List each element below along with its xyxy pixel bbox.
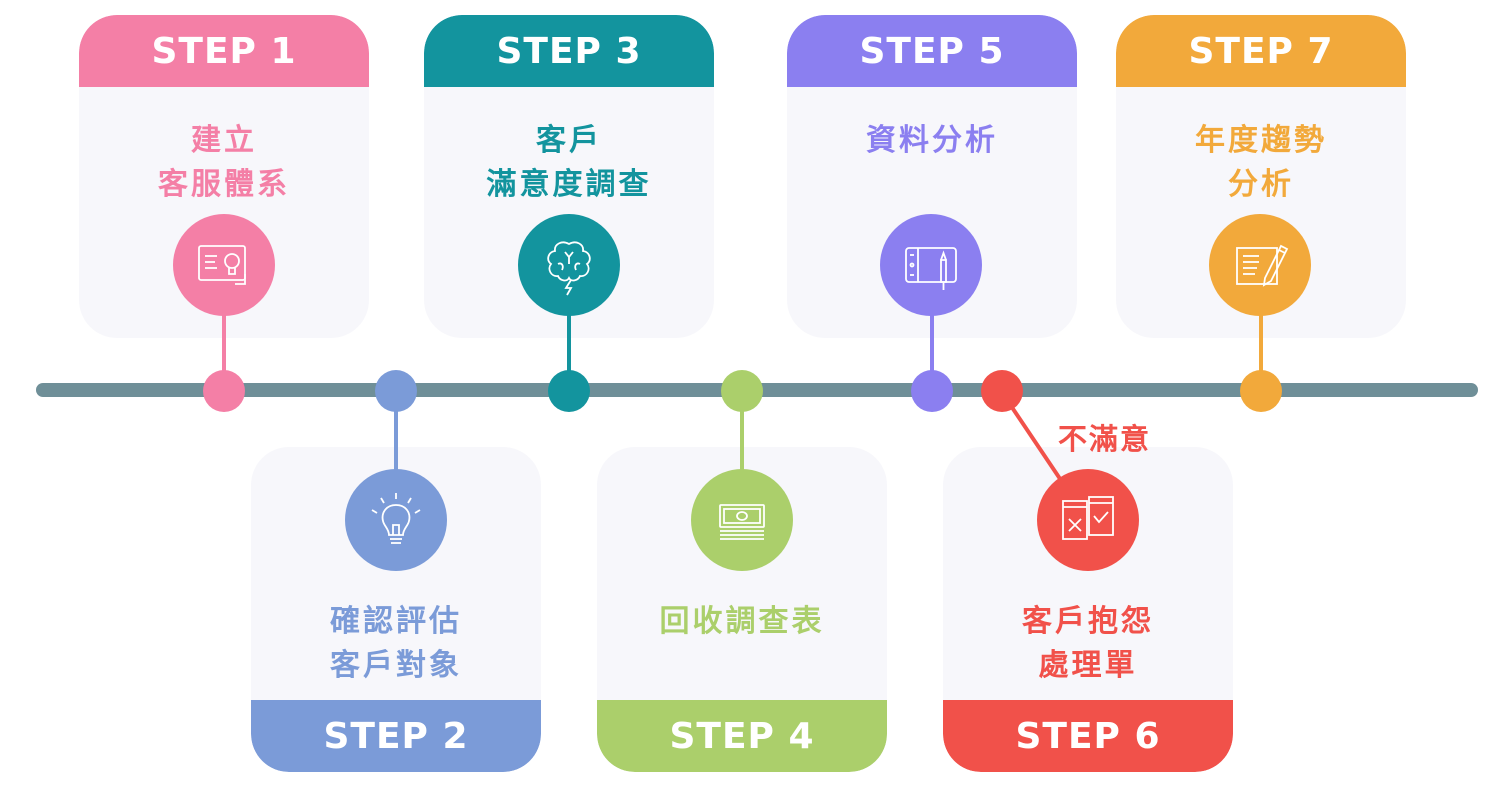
money-stack-icon: [719, 504, 765, 540]
step-1-timeline-dot: [203, 370, 245, 412]
idea-board-icon: [198, 245, 246, 285]
step-6-title-line-2: 處理單: [1038, 648, 1138, 683]
step-4-stem: [740, 392, 744, 482]
step-2-stem: [394, 392, 398, 482]
step-4-title-line-1: 回收調查表: [659, 604, 825, 639]
step-3-title-line-2: 滿意度調查: [486, 167, 652, 202]
step-2-title-line-2: 客戶對象: [330, 648, 462, 683]
step-6-timeline-dot: [981, 370, 1023, 412]
step-3-icon-circle: [518, 214, 620, 316]
step-2-timeline-dot: [375, 370, 417, 412]
step-7-timeline-dot: [1240, 370, 1282, 412]
step-5-card: STEP 5 資料分析: [787, 15, 1077, 338]
step-4-title: 回收調查表: [597, 600, 887, 644]
step-3-title: 客戶 滿意度調查: [424, 119, 714, 207]
lightbulb-icon: [371, 493, 421, 544]
step-1-title-line-2: 客服體系: [158, 167, 290, 202]
step-7-stem: [1259, 300, 1263, 392]
step-1-stem: [222, 300, 226, 392]
step-1-card: STEP 1 建立 客服體系: [79, 15, 369, 338]
step-3-tab: STEP 3: [424, 15, 714, 87]
step-6-title-line-1: 客戶抱怨: [1022, 604, 1154, 639]
step-5-stem: [930, 300, 934, 392]
document-pencil-icon: [1236, 244, 1289, 287]
step-3-stem: [567, 300, 571, 392]
step-7-icon-circle: [1209, 214, 1311, 316]
step-7-title-line-1: 年度趨勢: [1195, 123, 1327, 158]
step-7-title: 年度趨勢 分析: [1116, 119, 1406, 207]
step-5-title: 資料分析: [787, 119, 1077, 163]
step-5-tab: STEP 5: [787, 15, 1077, 87]
step-2-icon-circle: [345, 469, 447, 571]
step-2-tab: STEP 2: [251, 700, 541, 772]
step-2-title-line-1: 確認評估: [330, 604, 462, 639]
step-4-timeline-dot: [721, 370, 763, 412]
step-6-title: 客戶抱怨 處理單: [943, 600, 1233, 688]
step-6-tab: STEP 6: [943, 700, 1233, 772]
approve-reject-icon: [1062, 496, 1114, 540]
step-2-card: 確認評估 客戶對象 STEP 2: [251, 447, 541, 772]
step-4-icon-circle: [691, 469, 793, 571]
step-6-icon-circle: [1037, 469, 1139, 571]
step-5-timeline-dot: [911, 370, 953, 412]
step-1-title-line-1: 建立: [191, 123, 257, 158]
step-5-icon-circle: [880, 214, 982, 316]
step-3-title-line-1: 客戶: [536, 123, 602, 158]
step-4-card: 回收調查表 STEP 4: [597, 447, 887, 772]
step-2-title: 確認評估 客戶對象: [251, 600, 541, 688]
step-3-card: STEP 3 客戶 滿意度調查: [424, 15, 714, 338]
brain-icon: [547, 241, 591, 296]
tablet-pen-icon: [905, 247, 957, 290]
step-5-title-line-1: 資料分析: [866, 123, 998, 158]
step-1-icon-circle: [173, 214, 275, 316]
step-4-tab: STEP 4: [597, 700, 887, 772]
step-3-timeline-dot: [548, 370, 590, 412]
step-7-tab: STEP 7: [1116, 15, 1406, 87]
step-1-tab: STEP 1: [79, 15, 369, 87]
step-1-title: 建立 客服體系: [79, 119, 369, 207]
dissatisfied-label: 不滿意: [1058, 422, 1152, 456]
step-7-title-line-2: 分析: [1228, 167, 1294, 202]
